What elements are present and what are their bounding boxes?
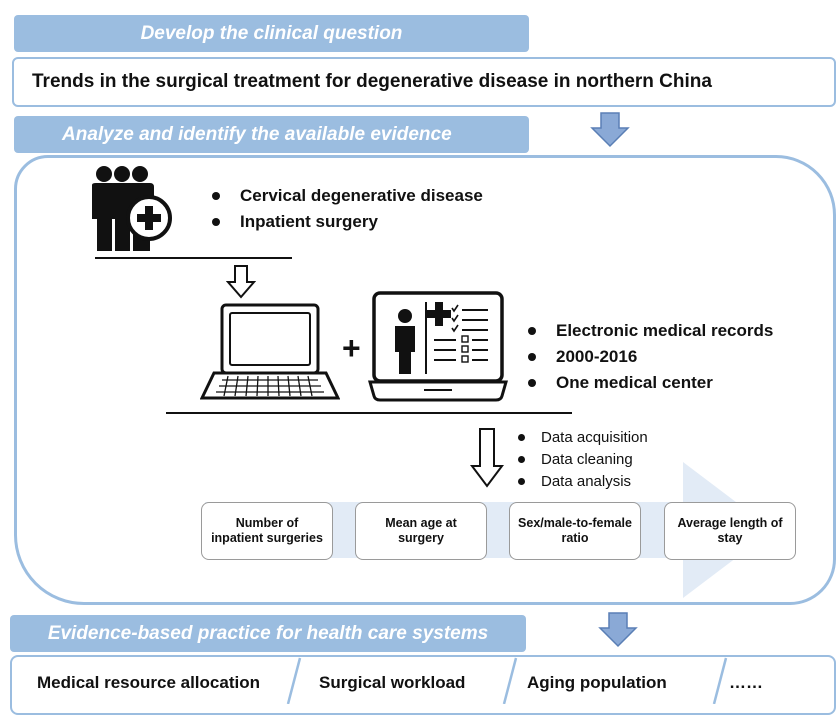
header-evidence: Evidence-based practice for health care …: [10, 615, 526, 652]
records-bullets: Electronic medical records 2000-2016 One…: [528, 318, 773, 396]
bullet-dot: [528, 379, 536, 387]
down-arrow-outline-icon: [226, 265, 256, 299]
down-arrow-icon: [598, 612, 638, 648]
laptop-icon: [200, 303, 340, 400]
bullet-dot: [518, 455, 525, 463]
list-item: 2000-2016: [528, 344, 773, 370]
patient-group-icon: [92, 166, 172, 251]
header-develop: Develop the clinical question: [14, 15, 529, 52]
header-develop-label: Develop the clinical question: [140, 22, 403, 44]
metric-label: Average length of stay: [677, 516, 783, 545]
metric-box: Number of inpatient surgeries: [201, 502, 333, 560]
list-item: Cervical degenerative disease: [212, 183, 483, 209]
outcome-item: Medical resource allocation: [37, 673, 260, 692]
evidence-container: [14, 155, 836, 605]
clinical-question-box: Trends in the surgical treatment for deg…: [12, 57, 836, 107]
header-analyze: Analyze and identify the available evide…: [14, 116, 529, 153]
metric-box: Mean age at surgery: [355, 502, 487, 560]
metric-label: Mean age at surgery: [385, 516, 457, 545]
metric-box: Sex/male-to-female ratio: [509, 502, 641, 560]
header-analyze-label: Analyze and identify the available evide…: [62, 123, 452, 145]
divider-line: [95, 257, 292, 259]
list-item: Data analysis: [518, 470, 648, 492]
outcome-separators: [286, 657, 728, 704]
process-bullets: Data acquisition Data cleaning Data anal…: [518, 426, 648, 492]
bullet-dot: [528, 353, 536, 361]
list-item: Data acquisition: [518, 426, 648, 448]
bullet-dot: [212, 218, 220, 226]
list-item: Inpatient surgery: [212, 209, 483, 235]
list-item: Data cleaning: [518, 448, 648, 470]
metric-box: Average length of stay: [664, 502, 796, 560]
bullet-dot: [528, 327, 536, 335]
bullet-dot: [518, 477, 525, 485]
outcome-item: Surgical workload: [319, 673, 466, 692]
flow-arrow-icon: [205, 462, 773, 598]
metric-label: Sex/male-to-female ratio: [518, 516, 632, 545]
down-arrow-outline-icon: [470, 428, 504, 488]
bullet-dot: [518, 433, 525, 441]
down-arrow-icon: [590, 112, 630, 148]
header-evidence-label: Evidence-based practice for health care …: [47, 622, 489, 644]
medical-record-screen-icon: [368, 291, 508, 402]
outcome-item: Aging population: [527, 673, 667, 692]
bullet-dot: [212, 192, 220, 200]
clinical-question-text: Trends in the surgical treatment for deg…: [32, 71, 712, 92]
plus-sign: +: [342, 330, 361, 366]
list-item: Electronic medical records: [528, 318, 773, 344]
population-bullets: Cervical degenerative disease Inpatient …: [212, 183, 483, 235]
outcome-item: ……: [729, 673, 763, 692]
list-item: One medical center: [528, 370, 773, 396]
metric-label: Number of inpatient surgeries: [211, 516, 323, 545]
divider-line: [166, 412, 572, 414]
